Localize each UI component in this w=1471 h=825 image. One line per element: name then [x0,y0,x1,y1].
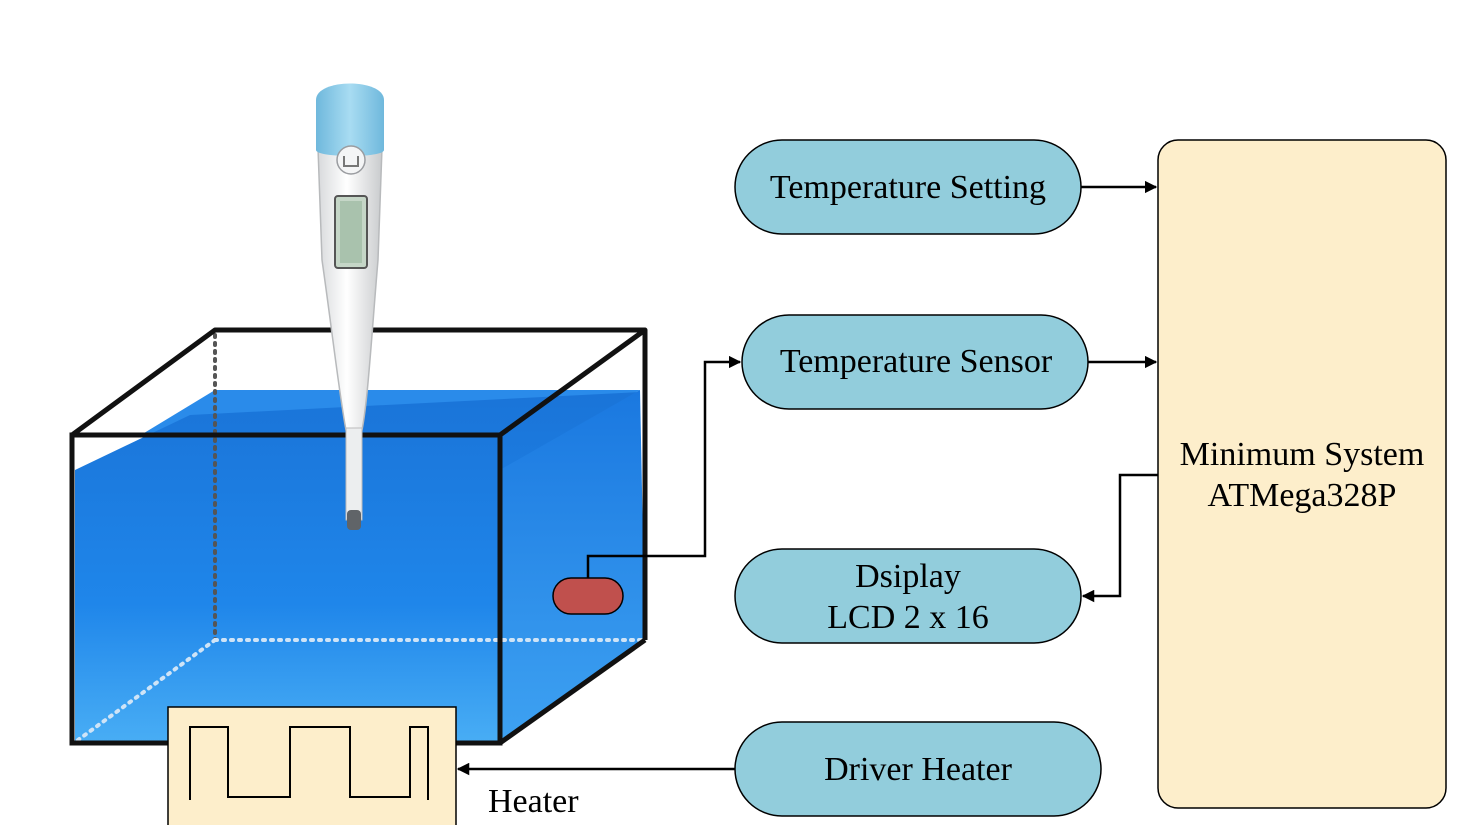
driver-heater-label: Driver Heater [824,751,1013,788]
sensor-probe [552,577,624,615]
display-label-line2: LCD 2 x 16 [827,599,989,636]
display-lcd-block: Dsiplay LCD 2 x 16 [734,548,1082,644]
heater-element [167,706,457,825]
display-label-line1: Dsiplay [855,558,961,595]
heater-coil [189,726,429,800]
arrow-mcu-to-display [1081,473,1158,603]
temperature-setting-label: Temperature Setting [770,169,1046,206]
digital-thermometer-icon [316,83,384,530]
driver-heater-block: Driver Heater [734,721,1102,817]
water-side-face [500,390,645,745]
temperature-setting-block: Temperature Setting [734,139,1082,235]
heater-label: Heater [488,783,579,820]
temperature-sensor-block: Temperature Sensor [741,314,1089,410]
mcu-label-line2: ATMega328P [1208,477,1397,514]
temperature-sensor-label: Temperature Sensor [780,343,1053,380]
arrow-probe-to-sensor [586,355,742,578]
microcontroller-block: Minimum System ATMega328P [1157,139,1447,809]
mcu-label-line1: Minimum System [1180,436,1425,473]
water-tank [69,327,648,746]
